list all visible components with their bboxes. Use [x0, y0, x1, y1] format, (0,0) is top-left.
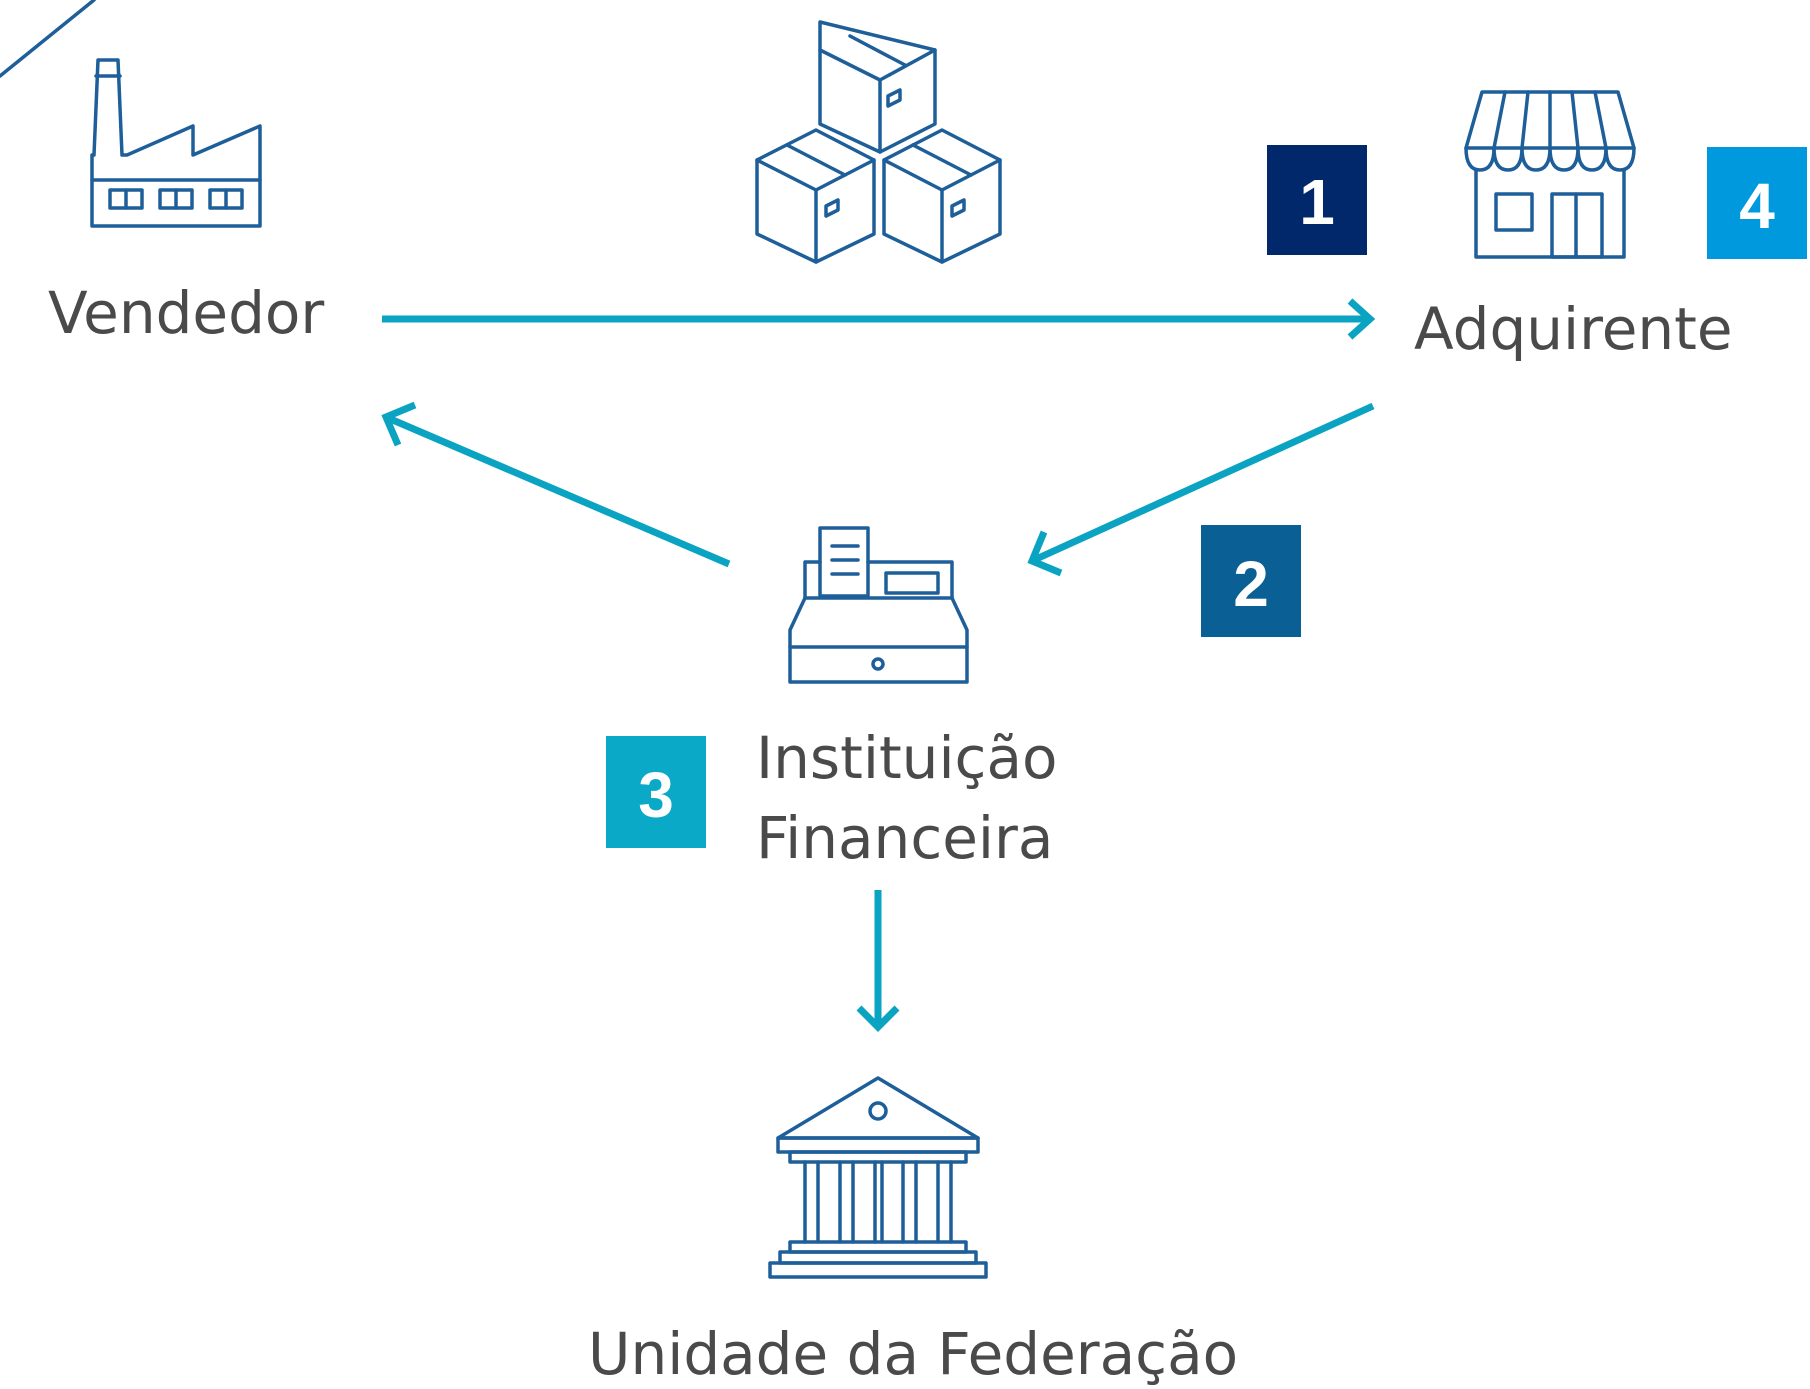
step-badge-1: 1 [1267, 145, 1367, 255]
instituicao-label-line1: Instituição [756, 724, 1057, 792]
government-building-icon [768, 1076, 988, 1279]
step-badge-2: 2 [1201, 525, 1301, 637]
instituicao-label-line2: Financeira [756, 804, 1053, 872]
step-badge-3-number: 3 [638, 759, 674, 831]
arrow-instituicao-to-unidade [856, 890, 900, 1032]
adquirente-label: Adquirente [1414, 295, 1733, 363]
arrow-instituicao-to-vendedor [381, 401, 731, 568]
vendedor-label: Vendedor [48, 279, 324, 347]
arrow-vendedor-to-adquirente [382, 298, 1376, 340]
boxes-icon [755, 20, 1002, 264]
step-badge-4-number: 4 [1739, 170, 1775, 242]
cash-register-icon [788, 526, 969, 684]
step-badge-2-number: 2 [1233, 548, 1269, 620]
store-icon [1464, 90, 1636, 259]
factory-icon [0, 0, 262, 228]
step-badge-3: 3 [606, 736, 706, 848]
arrow-adquirente-to-instituicao [1027, 402, 1375, 577]
step-badge-4: 4 [1707, 147, 1807, 259]
step-badge-1-number: 1 [1299, 166, 1335, 238]
unidade-label: Unidade da Federação [588, 1320, 1238, 1388]
